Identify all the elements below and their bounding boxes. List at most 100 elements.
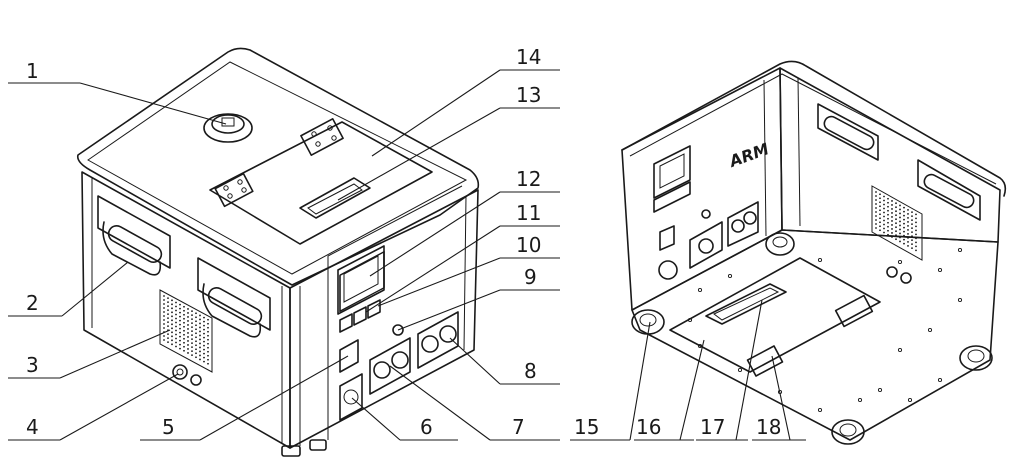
bottom-screw-holes [687,247,963,413]
indicator-knob [392,324,404,336]
callout-14: 14 [516,45,541,69]
vent-hole [167,341,169,344]
vent-hole [911,231,913,234]
callout-labels: 1 2 3 4 5 6 7 8 9 10 11 12 13 14 15 16 1… [26,45,781,439]
top-cap [203,113,253,143]
vent-hole [179,319,181,322]
vent-hole [171,307,173,310]
vent-hole [895,222,897,225]
vent-hole [907,225,909,227]
vent-hole [203,360,205,363]
vent-hole [187,312,189,314]
screw-hole [697,343,703,349]
vent-hole [911,239,913,242]
vent-hole [879,197,881,200]
bottom-hinge-a [834,294,874,328]
rear-handle-a [817,103,879,161]
vent-hole [199,342,201,345]
vent-hole [203,332,205,335]
vent-hole [207,358,209,361]
power-switch [339,339,359,373]
vent-hole [175,329,177,332]
vent-hole [183,329,185,332]
vent-hole [875,191,877,193]
vent-hole [191,342,193,345]
vent-hole [191,310,193,313]
vent-hole [183,309,185,312]
vent-hole [175,337,177,340]
vent-hole [163,315,165,317]
vent-hole [899,236,901,239]
vent-hole [899,204,901,207]
vent-hole [903,238,905,241]
vent-hole [187,320,189,322]
callout-6: 6 [420,415,433,439]
vent-hole [899,224,901,227]
vent-hole [199,330,201,333]
vent-hole [907,213,909,215]
power-inlet [339,373,363,421]
vent-hole [887,217,889,220]
vent-hole [899,228,901,231]
vent-hole [179,315,181,318]
screw-hole [937,377,943,383]
vent-hole [907,217,909,219]
vent-hole [887,205,889,208]
vent-hole [175,325,177,328]
screw-hole [957,247,963,253]
vent-hole [171,331,173,334]
vent-hole [895,206,897,209]
vent-hole [883,231,885,234]
vent-hole [175,301,177,304]
vent-hole [167,297,169,300]
vent-hole [911,223,913,226]
rear-switch [659,225,675,251]
vent-hole [179,339,181,342]
vent-hole [171,319,173,322]
bottom-plate [631,229,999,441]
vent-hole [179,323,181,326]
vent-hole [207,354,209,357]
vent-hole [179,327,181,330]
lid-hinge-left [214,172,254,208]
vent-hole [891,236,893,238]
callout-12: 12 [516,167,541,191]
vent-hole [191,330,193,333]
vent-hole [883,227,885,230]
vent-hole [183,313,185,316]
vent-hole [207,346,209,349]
vent-hole [195,336,197,339]
vent-hole [203,328,205,331]
screw-hole [877,387,883,393]
vent-hole [183,305,185,308]
vent-hole [199,326,201,329]
side-handle-left [97,195,171,276]
bottom-handle [705,283,787,325]
vent-hole [191,318,193,321]
vent-hole [911,211,913,214]
vent-hole [899,220,901,223]
screw-hole [697,287,703,293]
vent-hole [195,348,197,351]
vent-hole [199,314,201,317]
vent-hole [887,229,889,232]
vent-hole [903,222,905,225]
vent-hole [183,333,185,336]
vent-hole [167,317,169,320]
vent-hole [179,347,181,350]
vent-hole [187,316,189,318]
callout-4: 4 [26,415,39,439]
vent-hole [207,330,209,333]
callout-15: 15 [574,415,599,439]
vent-hole [179,335,181,338]
vent-hole [879,201,881,204]
vent-hole [207,342,209,345]
vent-hole [907,229,909,231]
vent-hole [907,241,909,243]
callout-5: 5 [162,415,175,439]
vent-hole [883,199,885,202]
vent-hole [175,321,177,324]
vent-hole [163,295,165,297]
